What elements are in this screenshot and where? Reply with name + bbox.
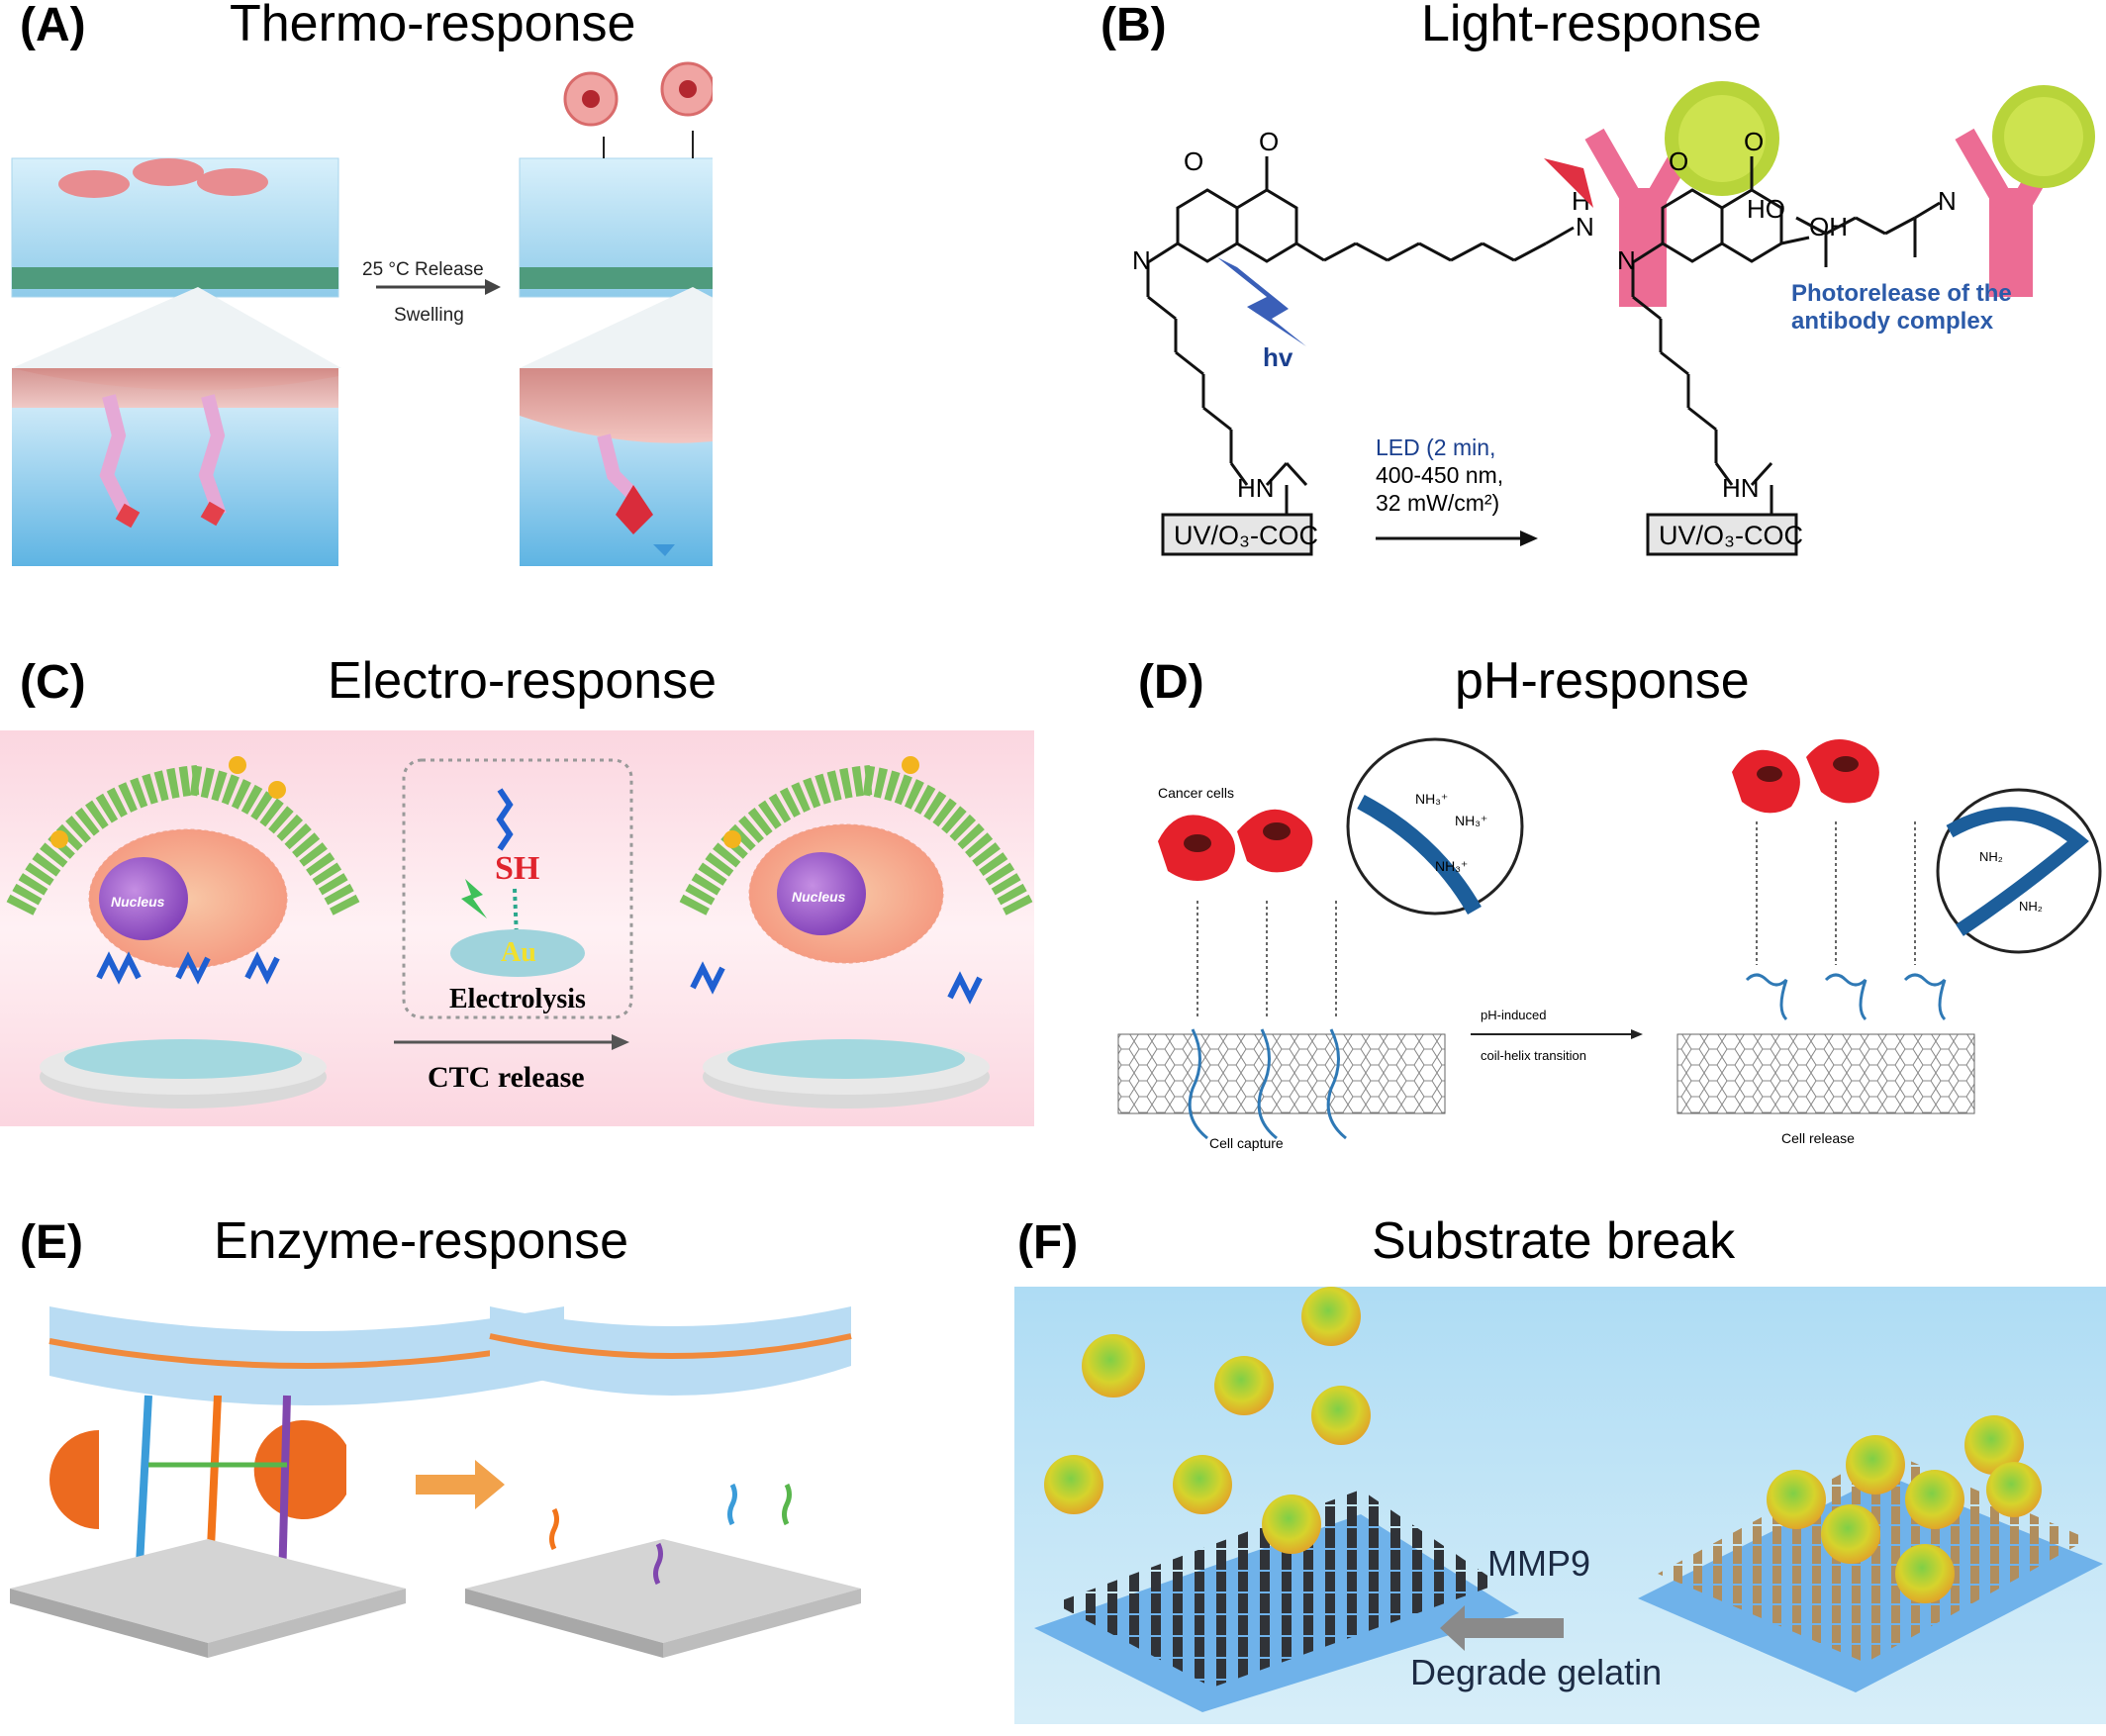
electrolysis-label: Electrolysis xyxy=(449,984,586,1014)
panel-e-label: (E) xyxy=(20,1216,83,1269)
electric-bolt-icon xyxy=(461,879,487,918)
atom-n-1: N xyxy=(1132,245,1151,275)
cell-release-label: Cell release xyxy=(1781,1130,1855,1146)
cell-membrane-left xyxy=(48,1306,565,1405)
panel-b-label: (B) xyxy=(1101,0,1167,51)
atom-ho: HO xyxy=(1747,194,1785,224)
coil-helix-label: coil-helix transition xyxy=(1481,1048,1586,1063)
panel-a-arrow-top-label: 25 °C Release xyxy=(362,259,484,280)
substrate-right-label: UV/O₃-COC xyxy=(1659,521,1803,550)
cell-membrane-right xyxy=(489,1306,852,1396)
coumarin-product-right xyxy=(1631,156,1810,515)
atom-n-3: N xyxy=(1617,245,1636,275)
cancer-cells-label: Cancer cells xyxy=(1158,785,1234,801)
magnifier-helix xyxy=(1936,788,2102,954)
photorelease-line-2: antibody complex xyxy=(1791,308,1994,335)
glutaric-linker-right xyxy=(1795,201,1941,267)
substrate-plate-left xyxy=(10,1539,406,1658)
photorelease-line-1: Photorelease of the xyxy=(1791,280,2012,307)
nanopillar-substrate-right xyxy=(1638,1450,2103,1692)
led-line-1: LED (2 min, xyxy=(1376,434,1495,460)
panel-e-title: Enzyme-response xyxy=(214,1212,629,1270)
release-linkers xyxy=(1745,821,1947,1021)
enzyme-right-icon xyxy=(253,1420,386,1519)
panel-f-title: Substrate break xyxy=(1372,1212,1736,1270)
electrolysis-box xyxy=(402,758,633,1019)
nucleus-label-right: Nucleus xyxy=(792,889,846,905)
atom-hn-2: HN xyxy=(1722,473,1760,503)
nh2-label-2: NH₂ xyxy=(2019,899,2043,914)
magnifier-coil xyxy=(1346,737,1524,916)
nh3-label-1: NH₃⁺ xyxy=(1415,791,1448,807)
degrade-gelatin-label: Degrade gelatin xyxy=(1410,1652,1662,1692)
atom-o-2: O xyxy=(1259,127,1279,156)
panel-f-label: (F) xyxy=(1017,1216,1079,1269)
cancer-cells-released xyxy=(1732,739,1879,814)
panel-a-arrow-bottom-label: Swelling xyxy=(394,305,464,326)
panel-a-figure: 25 °C Release Swelling xyxy=(11,61,713,566)
panel-c-title: Electro-response xyxy=(328,652,718,710)
panel-d-label: (D) xyxy=(1138,656,1204,709)
panel-c-figure: Nucleus SH Au Electrolysis CTC release N… xyxy=(0,730,1034,1126)
zoom-left xyxy=(12,287,341,566)
nucleus-label-left: Nucleus xyxy=(111,894,165,910)
enzyme-arrow xyxy=(416,1460,505,1509)
coumarin-linker-left xyxy=(1146,156,1575,515)
panel-e-figure xyxy=(10,1306,861,1658)
panel-b-title: Light-response xyxy=(1421,0,1762,52)
dna-strand-icon xyxy=(496,788,514,851)
panel-d-figure: Cancer cells Cell capture NH₃⁺ NH₃⁺ NH₃⁺… xyxy=(1117,737,2102,1151)
zoom-right xyxy=(520,287,713,566)
capture-linkers xyxy=(1188,901,1347,1140)
panel-c-label: (C) xyxy=(20,656,86,709)
released-cells-left xyxy=(1044,1287,1371,1554)
ctc-capture-scene xyxy=(6,756,360,1109)
degrade-arrow xyxy=(1440,1605,1564,1651)
released-cells xyxy=(563,61,713,158)
panel-f-figure: MMP9 Degrade gelatin xyxy=(1014,1287,2106,1724)
substrate-plate-right xyxy=(465,1539,861,1658)
hv-label: hv xyxy=(1263,342,1293,372)
au-electrode xyxy=(450,929,585,977)
sh-label: SH xyxy=(495,850,539,887)
atom-o-3: O xyxy=(1669,146,1688,176)
panel-d-title: pH-response xyxy=(1455,652,1750,710)
atom-o-1: O xyxy=(1184,146,1203,176)
dna-fragments xyxy=(549,1483,792,1586)
light-bolt-icon xyxy=(1217,257,1306,346)
atom-hn-1: HN xyxy=(1237,473,1275,503)
nh2-label-1: NH₂ xyxy=(1979,849,2003,864)
atom-n-2: N xyxy=(1576,212,1594,241)
hydrogel-block-right xyxy=(519,157,713,298)
nh3-label-3: NH₃⁺ xyxy=(1435,858,1468,874)
ctc-release-scene xyxy=(679,756,1033,1109)
ph-induced-label: pH-induced xyxy=(1481,1008,1547,1022)
nanopillar-substrate-left xyxy=(1034,1490,1519,1712)
cancer-cells-captured xyxy=(1158,809,1313,881)
led-line-3: 32 mW/cm²) xyxy=(1376,490,1499,516)
led-line-2: 400-450 nm, xyxy=(1376,462,1503,488)
substrate-right-box xyxy=(1646,513,1798,556)
panel-a-title: Thermo-response xyxy=(230,0,636,52)
enzyme-left-icon xyxy=(49,1430,99,1529)
au-label: Au xyxy=(501,937,536,968)
graphene-substrate-left xyxy=(1117,1033,1446,1114)
cell-capture-label: Cell capture xyxy=(1209,1135,1284,1151)
ctc-release-label: CTC release xyxy=(428,1061,585,1094)
panel-b-figure: O O N HN N H hv UV/O₃-COC LED (2 min, 40… xyxy=(1132,81,2095,556)
mmp9-label: MMP9 xyxy=(1487,1543,1590,1584)
atom-n-4: N xyxy=(1938,186,1957,216)
substrate-left-box xyxy=(1161,513,1313,556)
panel-a-label: (A) xyxy=(20,0,86,51)
graphene-substrate-right xyxy=(1676,1033,1975,1114)
atom-o-4: O xyxy=(1744,127,1764,156)
captured-cells-right xyxy=(1767,1415,2042,1603)
antigen-virus-right xyxy=(1992,85,2095,188)
hydrogel-block-left xyxy=(11,157,339,298)
nh3-label-2: NH₃⁺ xyxy=(1455,813,1487,828)
substrate-left-label: UV/O₃-COC xyxy=(1174,521,1318,550)
